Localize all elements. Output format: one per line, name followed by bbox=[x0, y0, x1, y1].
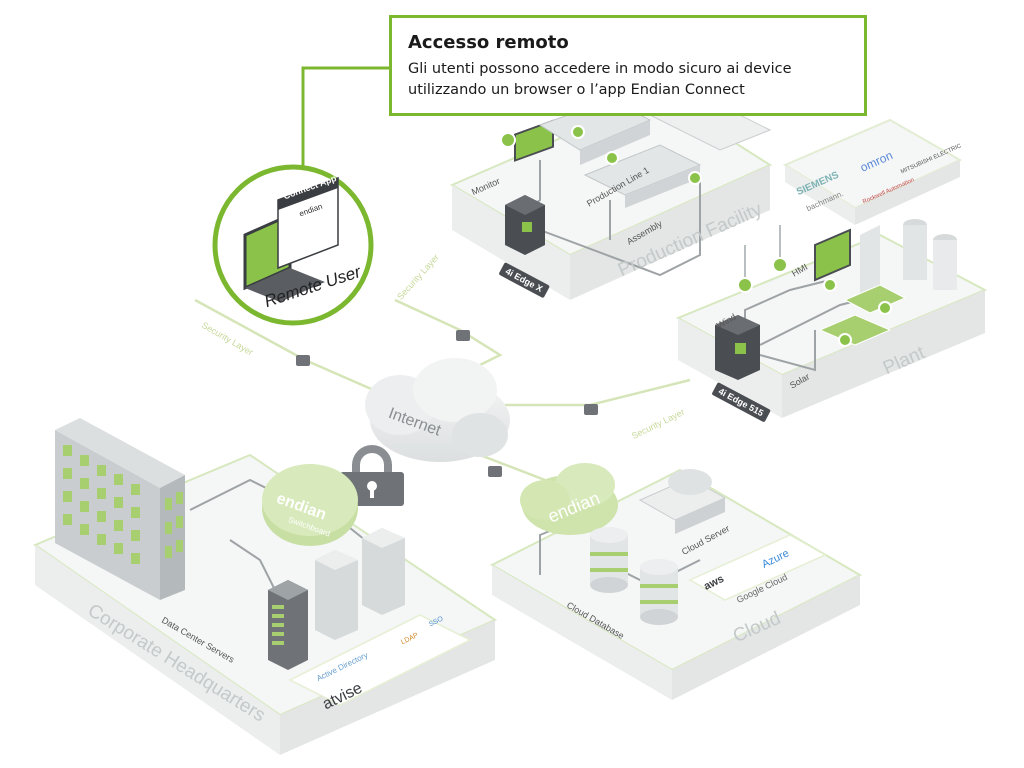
plant-equipment bbox=[737, 219, 957, 347]
remote-access-callout: Accesso remoto Gli utenti possono accede… bbox=[389, 15, 867, 116]
cloud-providers-tile bbox=[688, 534, 827, 601]
callout-connector bbox=[301, 66, 389, 170]
partner-logos-platform bbox=[782, 118, 963, 225]
edge-x-device bbox=[505, 195, 545, 255]
hq-logos-tile bbox=[288, 614, 472, 706]
callout-body: Gli utenti possono accedere in modo sicu… bbox=[408, 59, 848, 101]
internet-cloud bbox=[365, 358, 510, 462]
server-racks bbox=[268, 528, 405, 670]
hq-building bbox=[55, 418, 185, 600]
edge-515-device bbox=[715, 315, 760, 380]
callout-body-line-1: Gli utenti possono accedere in modo sicu… bbox=[408, 61, 792, 77]
callout-body-line-2: utilizzando un browser o l’app Endian Co… bbox=[408, 82, 745, 98]
remote-user-circle bbox=[212, 164, 374, 326]
switchboard-disc bbox=[262, 464, 358, 546]
endian-cloud bbox=[520, 463, 618, 535]
cloud-databases bbox=[590, 527, 678, 625]
callout-title: Accesso remoto bbox=[408, 32, 569, 53]
small-lock-icons bbox=[296, 330, 598, 477]
cloud-server bbox=[638, 469, 727, 534]
